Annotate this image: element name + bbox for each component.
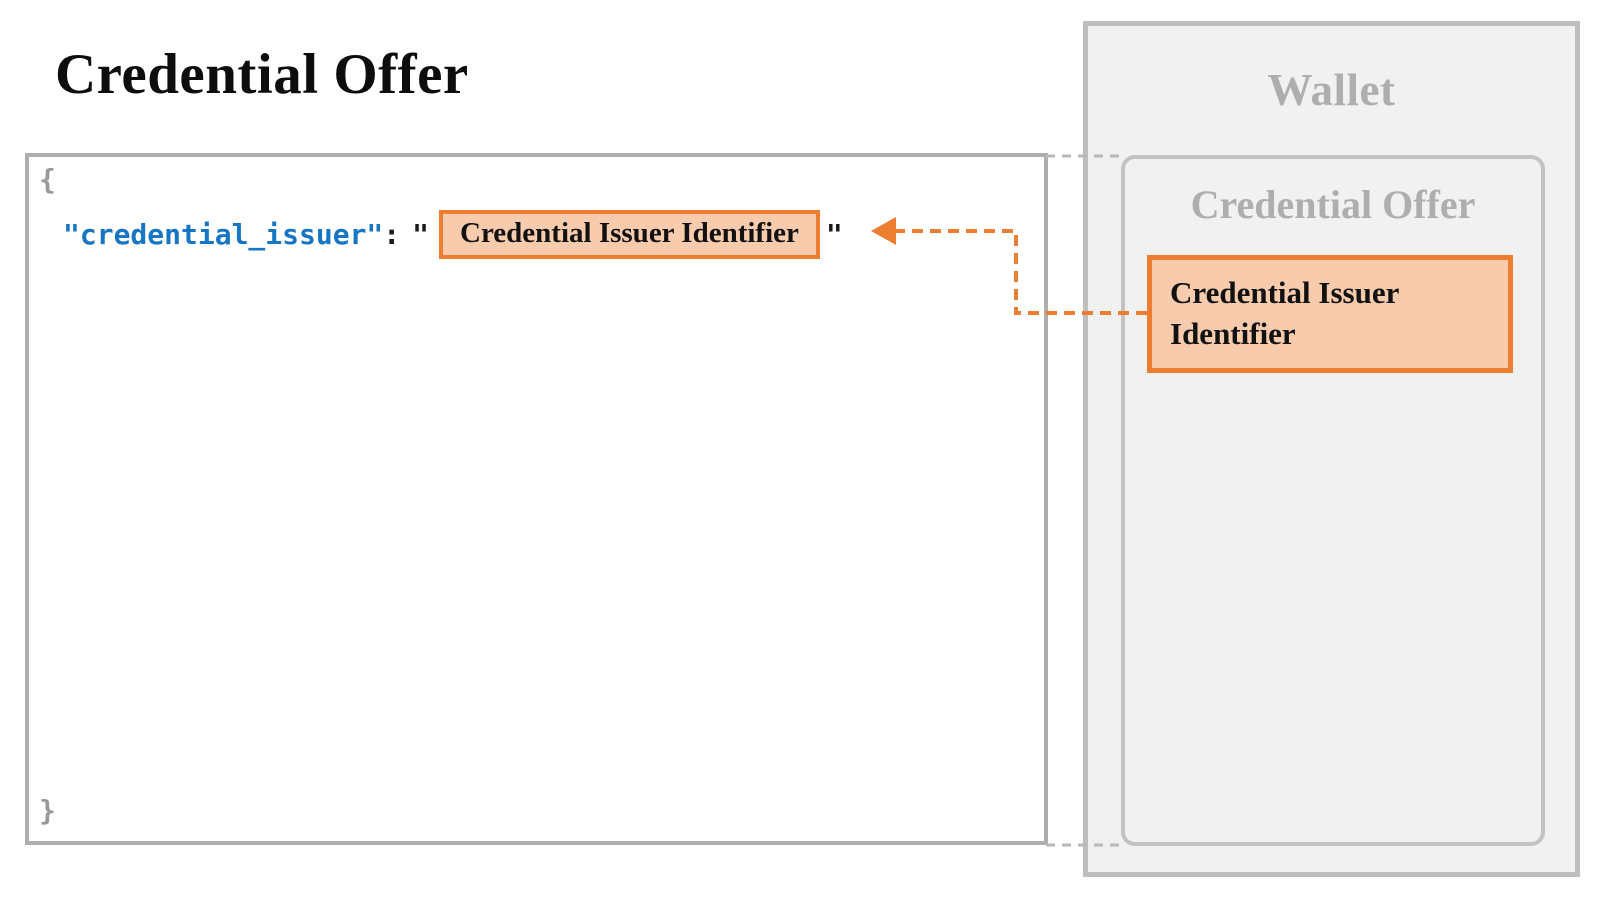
json-key-credential-issuer: "credential_issuer" xyxy=(63,217,384,251)
json-open-brace: { xyxy=(39,163,56,196)
credential-issuer-identifier-chip: Credential Issuer Identifier xyxy=(439,209,820,259)
wallet-credential-issuer-identifier-box: Credential Issuer Identifier xyxy=(1147,255,1513,373)
wallet-credential-offer-title: Credential Offer xyxy=(1190,182,1476,227)
wallet-title: Wallet xyxy=(1267,65,1396,115)
json-close-brace: } xyxy=(39,794,56,827)
json-close-quote: " xyxy=(825,217,843,251)
wallet-credential-issuer-identifier-label: Credential Issuer Identifier xyxy=(1170,275,1399,351)
json-open-quote: " xyxy=(412,217,430,251)
json-code-line: "credential_issuer" : " Credential Issue… xyxy=(63,203,843,265)
json-colon: : xyxy=(383,217,401,251)
json-snippet-panel: { "credential_issuer" : " Credential Iss… xyxy=(25,153,1048,845)
page-title: Credential Offer xyxy=(55,43,469,106)
